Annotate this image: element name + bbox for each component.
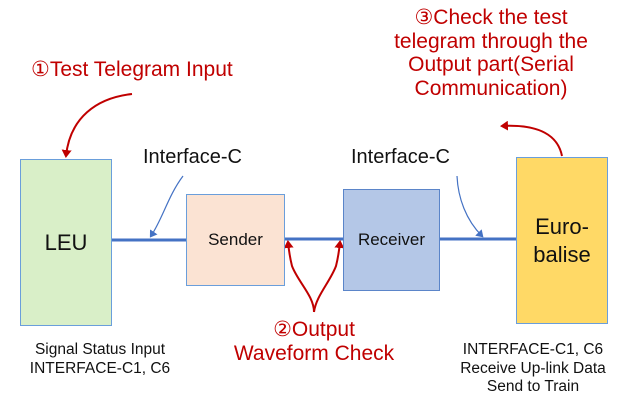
interface-right-arrow	[456, 175, 484, 238]
step3-line4: Communication)	[414, 76, 568, 100]
interface-left-arrow	[149, 175, 184, 238]
receiver-block: Receiver	[343, 189, 440, 291]
step2-arrow-receiver	[313, 240, 345, 313]
receiver-label: Receiver	[357, 230, 426, 249]
step3-arrow	[500, 120, 563, 157]
eurobalise-caption-line2: Receive Up-link Data	[460, 359, 606, 377]
interface-right-label: Interface-C	[351, 146, 450, 168]
eurobalise-caption-line1: INTERFACE-C1, C6	[462, 341, 604, 358]
leu-caption-line1: Signal Status Input	[34, 341, 166, 358]
eurobalise-label-line1: Euro-	[535, 214, 589, 239]
step2-arrow-sender	[283, 240, 315, 313]
step3-line2: telegram through the	[394, 29, 588, 53]
eurobalise-label-line2: balise	[533, 241, 591, 267]
step1-annotation: ①Test Telegram Input	[31, 58, 233, 81]
sender-label: Sender	[208, 230, 263, 249]
leu-caption-line2: INTERFACE-C1, C6	[29, 359, 171, 377]
sender-block: Sender	[186, 194, 285, 286]
eurobalise-caption-line3: Send to Train	[486, 378, 580, 396]
step3-annotation: ③Check the test telegram through the Out…	[356, 6, 626, 100]
step2-annotation: ②Output Waveform Check	[200, 318, 428, 366]
step1-arrow	[61, 93, 133, 158]
step2-line2: Waveform Check	[233, 342, 395, 366]
step2-line1: ②Output	[273, 318, 355, 341]
step3-line1: ③Check the test	[414, 6, 568, 29]
step3-line3: Output part(Serial	[408, 53, 574, 77]
leu-caption: Signal Status Input INTERFACE-C1, C6	[18, 341, 182, 378]
eurobalise-block: Euro- balise	[516, 157, 608, 324]
eurobalise-caption: INTERFACE-C1, C6 Receive Up-link Data Se…	[438, 341, 628, 397]
leu-block: LEU	[20, 159, 112, 326]
leu-label: LEU	[44, 229, 88, 255]
interface-left-label: Interface-C	[143, 146, 242, 168]
